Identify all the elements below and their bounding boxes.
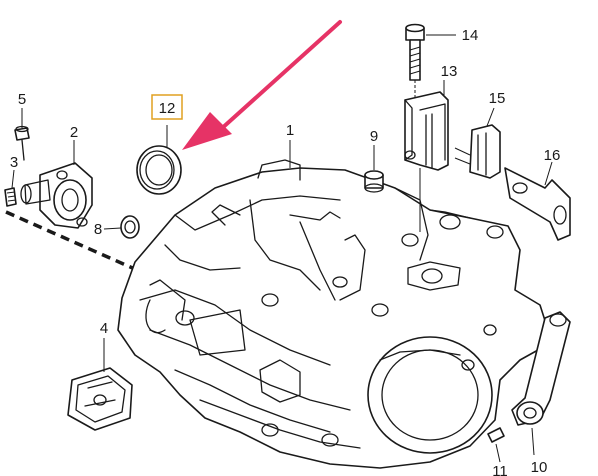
leader-lines xyxy=(11,34,553,463)
screw-3 xyxy=(4,187,17,207)
callout-1: 1 xyxy=(286,122,294,139)
bracket-13 xyxy=(404,91,449,232)
callout-10: 10 xyxy=(531,459,548,476)
callout-8: 8 xyxy=(94,221,102,238)
highlight-arrow xyxy=(182,20,342,150)
callout-14: 14 xyxy=(462,27,479,44)
callout-5: 5 xyxy=(18,91,26,108)
clip-15 xyxy=(454,124,501,179)
callout-13: 13 xyxy=(441,63,458,80)
highlight-box-12 xyxy=(151,94,183,120)
rubber-mount-4 xyxy=(67,367,133,431)
bolt-14 xyxy=(405,23,425,98)
callout-9: 9 xyxy=(370,128,378,145)
plate-16 xyxy=(504,167,571,241)
ring-8 xyxy=(120,215,140,239)
callout-15: 15 xyxy=(489,90,506,107)
plug-9 xyxy=(364,170,384,193)
seal-ring-12 xyxy=(136,145,182,195)
callout-4: 4 xyxy=(100,320,108,337)
pin-11 xyxy=(487,427,505,443)
shift-lever-10 xyxy=(511,311,571,426)
bolt-5 xyxy=(14,125,30,161)
callout-16: 16 xyxy=(544,147,561,164)
callout-3: 3 xyxy=(10,154,18,171)
release-bearing-2 xyxy=(20,162,93,229)
callout-11: 11 xyxy=(492,463,508,476)
callout-2: 2 xyxy=(70,124,78,141)
gearbox-housing xyxy=(117,159,549,469)
callout-12: 12 xyxy=(159,100,176,117)
